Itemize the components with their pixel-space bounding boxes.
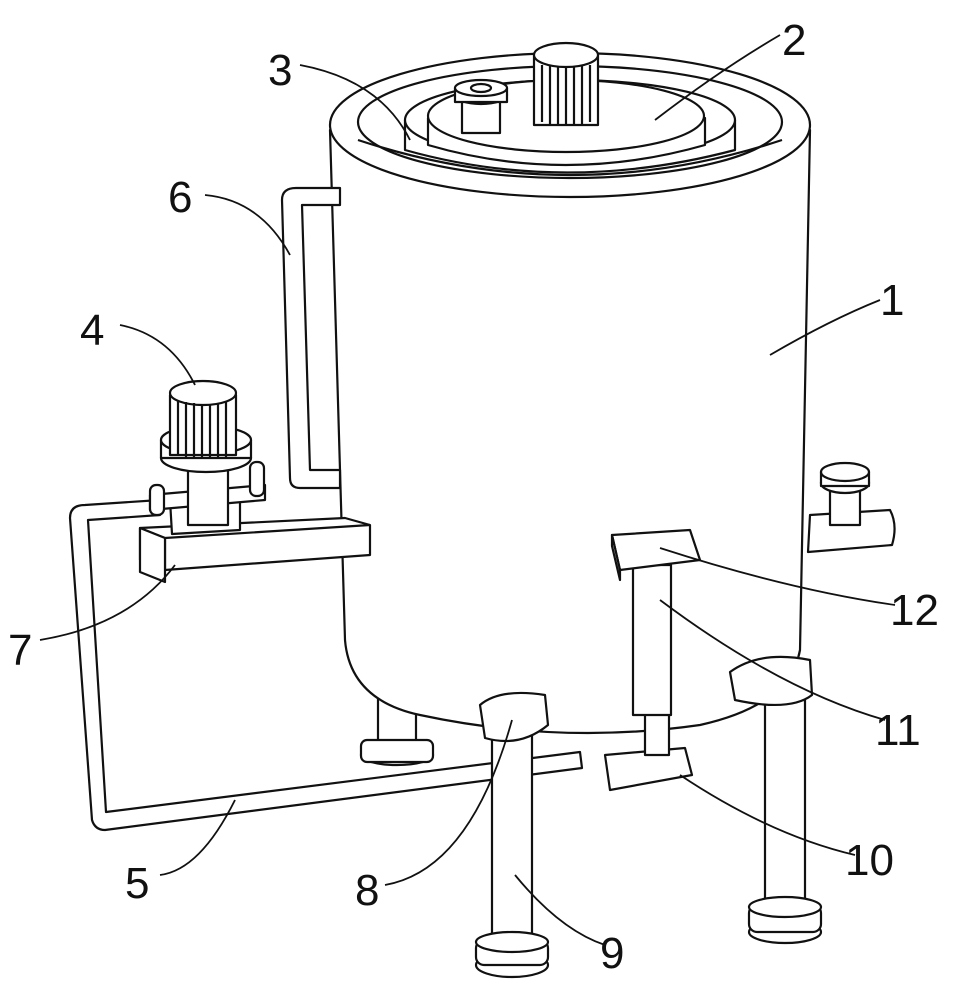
right-leg	[730, 657, 821, 943]
label-inner-ring: 3	[268, 46, 292, 95]
label-pump: 4	[80, 306, 104, 355]
inlet-pipe	[282, 188, 340, 488]
label-return-pipe: 5	[125, 859, 149, 908]
pump	[150, 381, 265, 534]
label-bottom-plate: 10	[845, 836, 894, 885]
label-inlet-pipe: 6	[168, 173, 192, 222]
label-leg-top-block: 8	[355, 866, 379, 915]
label-tank-body: 1	[880, 276, 904, 325]
label-support-leg: 9	[600, 929, 624, 978]
label-top-plate: 12	[890, 586, 939, 635]
label-pump-platform: 7	[8, 626, 32, 675]
label-support-rod: 11	[875, 706, 921, 755]
side-outlet	[808, 463, 895, 552]
front-leg	[476, 693, 548, 977]
label-lid-motor: 2	[782, 16, 806, 65]
